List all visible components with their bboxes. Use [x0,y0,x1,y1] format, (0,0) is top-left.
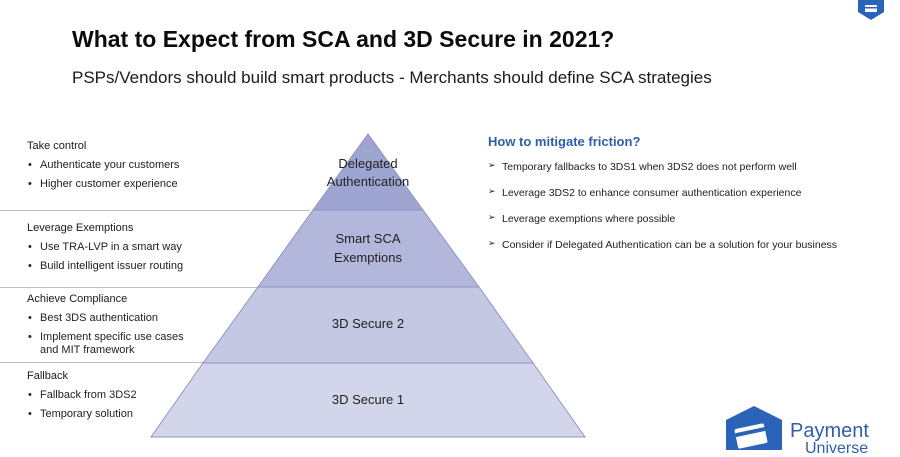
mitigation-title: How to mitigate friction? [488,134,641,149]
section-leverage-exemptions: Leverage Exemptions Use TRA-LVP in a sma… [27,222,237,279]
pyramid-label: 3D Secure 1 [332,392,404,407]
section-item: Implement specific use cases and MIT fra… [27,331,187,357]
payment-universe-logo-icon [726,406,782,450]
section-item: Temporary solution [27,408,237,421]
mitigation-item: Leverage 3DS2 to enhance consumer authen… [488,187,888,199]
section-item: Build intelligent issuer routing [27,260,237,273]
page-subtitle: PSPs/Vendors should build smart products… [72,68,712,87]
pyramid-level-exemptions [257,209,480,288]
pyramid-label: 3D Secure 2 [332,316,404,331]
section-achieve-compliance: Achieve Compliance Best 3DS authenticati… [27,293,187,363]
section-item: Fallback from 3DS2 [27,389,237,402]
section-item: Best 3DS authentication [27,312,187,325]
section-divider [0,210,310,211]
pyramid-label: Exemptions [334,250,402,265]
pyramid-label: Authentication [327,174,409,189]
pyramid-label: Delegated [338,156,397,171]
section-heading: Achieve Compliance [27,293,128,305]
section-item: Use TRA-LVP in a smart way [27,241,237,254]
section-take-control: Take control Authenticate your customers… [27,140,237,197]
section-fallback: Fallback Fallback from 3DS2 Temporary so… [27,370,237,427]
strategy-list: Take control Authenticate your customers… [0,0,470,450]
section-divider [0,362,215,363]
pyramid-level-3ds1 [150,362,586,438]
logo-wordmark-line2: Universe [805,440,869,457]
section-heading: Fallback [27,370,68,382]
section-divider [0,287,265,288]
section-item: Higher customer experience [27,178,237,191]
pyramid-level-delegated [312,133,424,211]
section-item: Authenticate your customers [27,159,237,172]
logo-icon [858,0,884,20]
section-heading: Leverage Exemptions [27,222,134,234]
mitigation-item: Consider if Delegated Authentication can… [488,239,888,251]
pyramid-label: Smart SCA [335,231,400,246]
logo-wordmark: Payment [790,420,869,442]
mitigation-panel: How to mitigate friction? Temporary fall… [488,134,888,265]
page-title: What to Expect from SCA and 3D Secure in… [72,26,615,52]
mitigation-item: Temporary fallbacks to 3DS1 when 3DS2 do… [488,161,888,173]
section-heading: Take control [27,140,87,152]
mitigation-item: Leverage exemptions where possible [488,213,888,225]
